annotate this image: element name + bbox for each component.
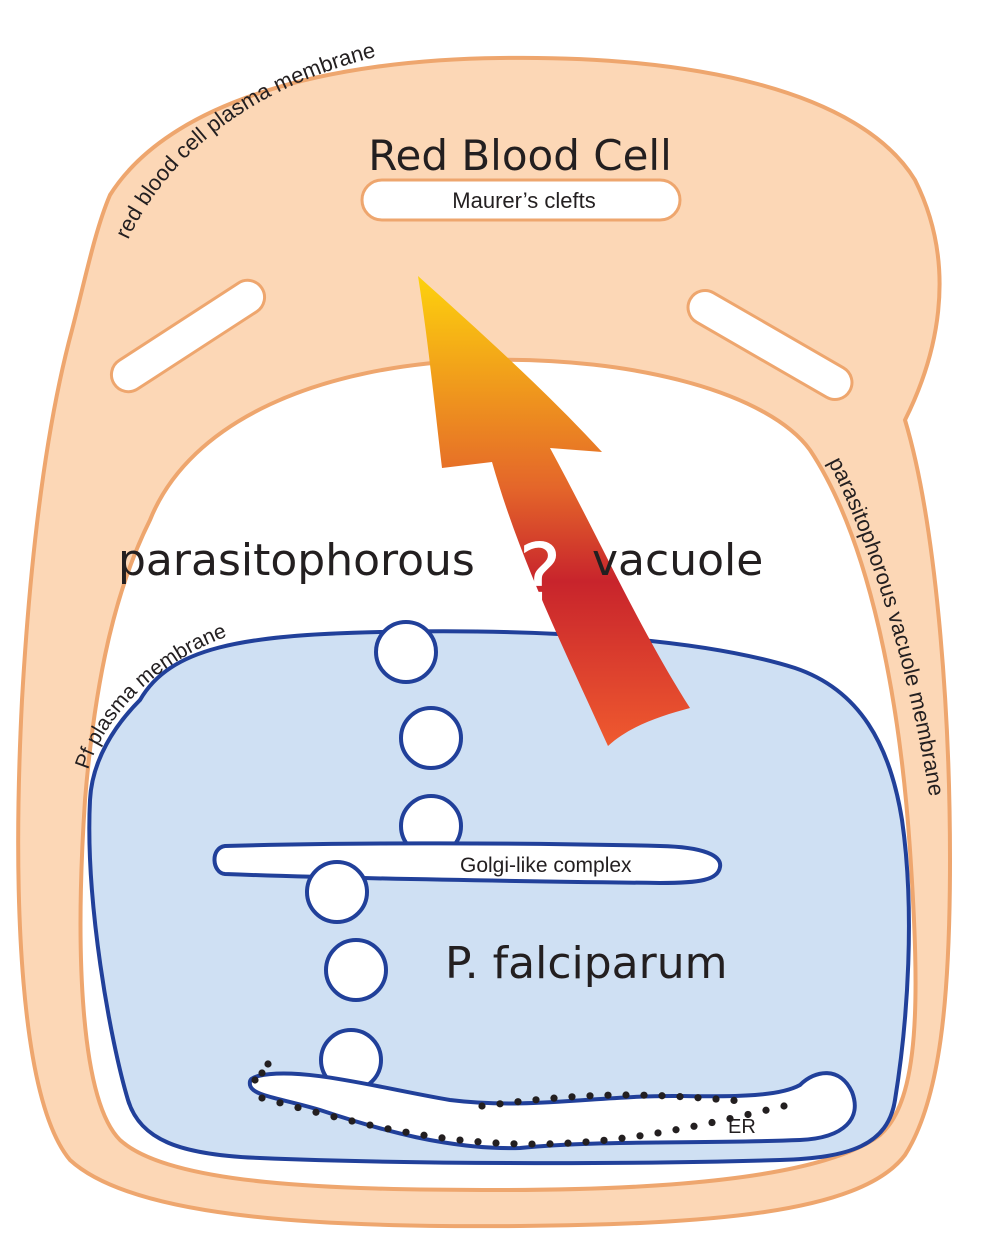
maurers-cleft-top xyxy=(360,178,682,222)
ribosome-dot xyxy=(456,1136,464,1144)
ribosome-dot xyxy=(251,1076,259,1084)
ribosome-dot xyxy=(600,1136,608,1144)
ribosome-dot xyxy=(568,1093,576,1101)
parasite-body xyxy=(87,629,911,1166)
ribosome-dot xyxy=(532,1096,540,1104)
ribosome-dot xyxy=(564,1139,572,1147)
vesicle-budding-membrane xyxy=(374,620,438,684)
maurers-clefts-label: Maurer’s clefts xyxy=(452,188,595,213)
ribosome-dot xyxy=(384,1125,392,1133)
er-label: ER xyxy=(728,1116,756,1138)
vesicle xyxy=(324,938,388,1002)
question-mark: ? xyxy=(518,527,562,622)
ribosome-dot xyxy=(654,1129,662,1137)
p-falciparum-label: P. falciparum xyxy=(445,938,727,989)
ribosome-dot xyxy=(726,1114,734,1123)
maurers-cleft-right xyxy=(686,289,854,401)
ribosome-dot xyxy=(586,1092,594,1100)
vacuole-label: vacuole xyxy=(592,535,763,586)
parasitophorous-label: parasitophorous xyxy=(118,535,475,586)
golgi-label: Golgi-like complex xyxy=(460,854,632,877)
maurers-cleft-left xyxy=(109,278,267,394)
ribosome-dot xyxy=(474,1138,482,1146)
red-blood-cell-label: Red Blood Cell xyxy=(368,131,672,180)
ribosome-dot xyxy=(312,1108,320,1116)
ribosome-dot xyxy=(546,1140,554,1148)
ribosome-dot xyxy=(712,1095,720,1103)
ribosome-dot xyxy=(528,1140,536,1148)
ribosome-dot xyxy=(658,1092,666,1100)
ribosome-dot xyxy=(514,1098,522,1106)
vesicle xyxy=(399,706,463,770)
ribosome-dot xyxy=(618,1134,626,1142)
endoplasmic-reticulum xyxy=(247,1071,857,1151)
ribosome-dot xyxy=(402,1128,410,1136)
ribosome-dot xyxy=(366,1121,374,1129)
ribosome-dot xyxy=(294,1103,302,1112)
ribosome-dot xyxy=(780,1102,788,1110)
ribosome-dot xyxy=(492,1139,500,1147)
er-ribosome-dots xyxy=(251,1060,788,1148)
ribosome-dot xyxy=(258,1094,266,1102)
ribosome-dot xyxy=(730,1096,738,1104)
ribosome-dot xyxy=(420,1131,428,1139)
ribosome-dot xyxy=(330,1113,338,1121)
vesicle-budding-golgi xyxy=(305,860,369,924)
ribosome-dot xyxy=(708,1118,716,1127)
ribosome-dot xyxy=(258,1069,266,1077)
ribosome-dot xyxy=(264,1060,272,1068)
ribosome-dot xyxy=(622,1091,630,1099)
ribosome-dot xyxy=(582,1138,590,1146)
ribosome-dot xyxy=(510,1140,518,1148)
ribosome-dot xyxy=(694,1094,702,1102)
ribosome-dot xyxy=(636,1132,644,1140)
ribosome-dot xyxy=(550,1094,558,1102)
ribosome-dot xyxy=(604,1091,612,1099)
ribosome-dot xyxy=(640,1091,648,1099)
ribosome-dot xyxy=(496,1100,504,1108)
ribosome-dot xyxy=(744,1110,752,1119)
ribosome-dot xyxy=(676,1093,684,1101)
ribosome-dot xyxy=(478,1102,486,1110)
ribosome-dot xyxy=(348,1117,356,1125)
export-arrow xyxy=(418,276,690,746)
ribosome-dot xyxy=(762,1106,770,1114)
ribosome-dot xyxy=(690,1122,698,1130)
ribosome-dot xyxy=(276,1099,284,1107)
ribosome-dot xyxy=(672,1126,680,1134)
ribosome-dot xyxy=(438,1134,446,1142)
